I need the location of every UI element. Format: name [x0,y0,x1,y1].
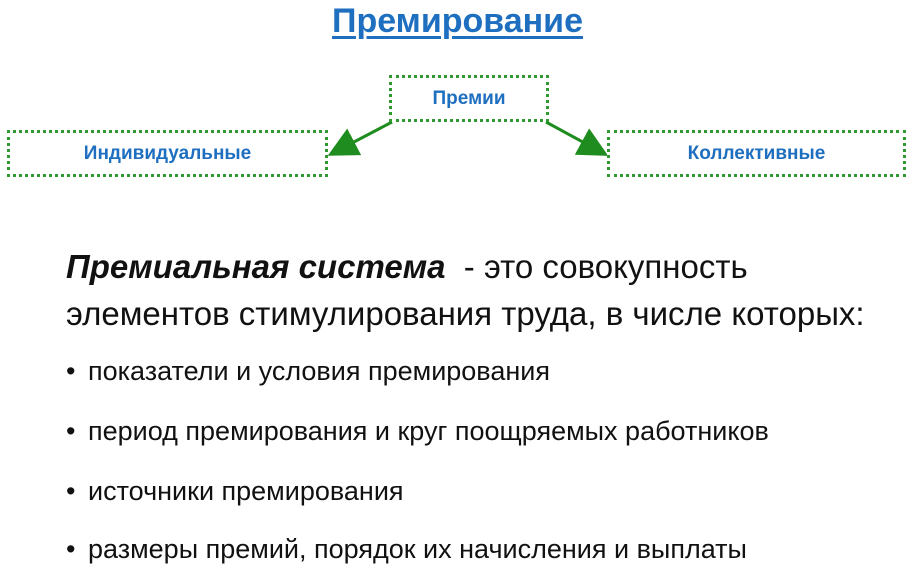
list-item: • размеры премий, порядок их начисления и… [66,534,747,565]
definition-term: Премиальная система [66,248,446,285]
node-collective: Коллективные [607,130,906,177]
arrow-to-collective [545,120,609,156]
list-item-text: показатели и условия премирования [88,356,550,386]
definition-line-2: элементов стимулирования труда, в числе … [66,295,865,332]
list-item-text: размеры премий, порядок их начисления и … [88,534,747,564]
node-individual: Индивидуальные [7,130,328,177]
definition-rest: - это совокупность [445,248,748,285]
bullet-icon: • [66,476,76,506]
list-item: • источники премирования [66,476,404,507]
list-item: • период премирования и круг поощряемых р… [66,416,769,447]
arrow-to-individual [327,120,393,156]
page-title: Премирование [332,2,583,40]
definition-line-1: Премиальная система - это совокупность [66,243,911,290]
bullet-icon: • [66,416,76,446]
bullet-icon: • [66,356,76,386]
list-item-text: источники премирования [88,476,404,506]
bullet-icon: • [66,534,76,564]
list-item-text: период премирования и круг поощряемых ра… [88,416,769,446]
definition-text: Премиальная система - это совокупность э… [66,243,911,337]
node-bonuses: Премии [389,75,549,122]
list-item: • показатели и условия премирования [66,356,550,387]
